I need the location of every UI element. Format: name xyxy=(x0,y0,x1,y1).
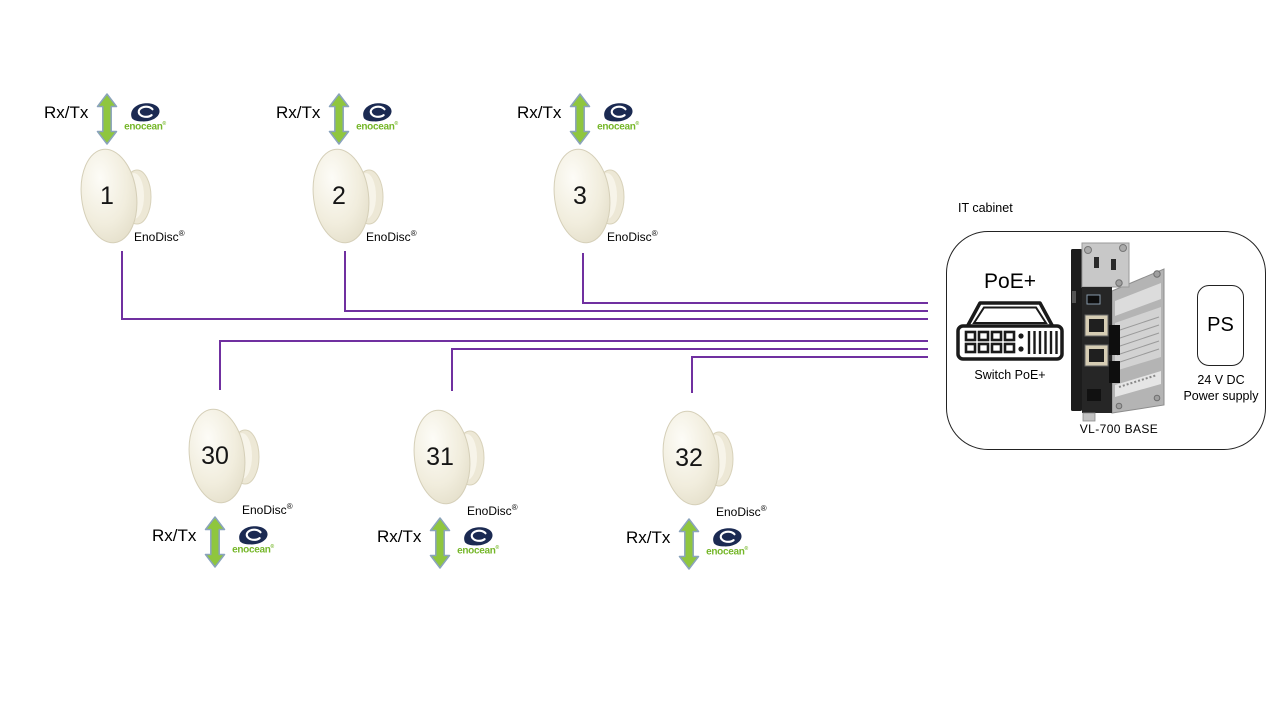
enocean-emblem-icon xyxy=(712,528,742,547)
vl700-base-label: VL-700 BASE xyxy=(1079,422,1159,436)
device-group-30: 30 EnoDisc® Rx/Tx enocean® xyxy=(152,408,330,584)
enodisc-device: 30 xyxy=(188,408,260,504)
rxtx-label: Rx/Tx xyxy=(517,103,562,122)
enodisc-device: 2 xyxy=(312,148,384,244)
enocean-logo: enocean® xyxy=(231,524,275,555)
rxtx-label: Rx/Tx xyxy=(626,528,671,547)
enocean-logo: enocean® xyxy=(596,101,640,132)
wire-device-30 xyxy=(219,340,928,390)
wire-device-31 xyxy=(451,348,928,391)
enodisc-label: EnoDisc® xyxy=(134,229,185,244)
device-group-1: Rx/Tx enocean® 1 EnoDisc® xyxy=(44,93,222,269)
device-number: 30 xyxy=(201,442,229,470)
enocean-wordmark: enocean® xyxy=(597,121,639,133)
rxtx-arrow-icon xyxy=(328,93,350,145)
enocean-logo: enocean® xyxy=(355,101,399,132)
rxtx-label: Rx/Tx xyxy=(276,103,321,122)
power-supply-caption: 24 V DC Power supply xyxy=(1183,373,1259,403)
vl700-base-photo xyxy=(1071,242,1165,422)
enocean-emblem-icon xyxy=(130,103,160,122)
enodisc-device: 31 xyxy=(413,409,485,505)
enocean-wordmark: enocean® xyxy=(457,545,499,557)
rxtx-arrow-icon xyxy=(96,93,118,145)
device-number: 1 xyxy=(100,182,114,210)
rxtx-arrow-icon xyxy=(429,517,451,569)
ps-label: PS xyxy=(1207,314,1234,336)
enocean-wordmark: enocean® xyxy=(124,121,166,133)
device-group-32: 32 EnoDisc® Rx/Tx enocean® xyxy=(626,410,804,586)
enodisc-device: 32 xyxy=(662,410,734,506)
enocean-wordmark: enocean® xyxy=(232,544,274,556)
device-group-2: Rx/Tx enocean® 2 EnoDisc® xyxy=(276,93,454,269)
enocean-emblem-icon xyxy=(362,103,392,122)
device-number: 2 xyxy=(332,182,346,210)
rxtx-label: Rx/Tx xyxy=(152,526,197,545)
rxtx-label: Rx/Tx xyxy=(377,527,422,546)
it-cabinet: PoE+ Switch PoE+ xyxy=(946,231,1266,450)
enocean-wordmark: enocean® xyxy=(706,546,748,558)
rxtx-label: Rx/Tx xyxy=(44,103,89,122)
enodisc-label: EnoDisc® xyxy=(242,502,293,517)
wire-device-32 xyxy=(691,356,928,393)
enodisc-device: 3 xyxy=(553,148,625,244)
enodisc-label: EnoDisc® xyxy=(366,229,417,244)
wire-device-2 xyxy=(344,251,928,312)
enocean-emblem-icon xyxy=(463,527,493,546)
device-number: 3 xyxy=(573,182,587,210)
enocean-emblem-icon xyxy=(603,103,633,122)
rxtx-arrow-icon xyxy=(569,93,591,145)
it-cabinet-title: IT cabinet xyxy=(958,201,1013,215)
enocean-logo: enocean® xyxy=(456,525,500,556)
wire-device-1 xyxy=(121,251,928,320)
enocean-emblem-icon xyxy=(238,526,268,545)
enodisc-label: EnoDisc® xyxy=(607,229,658,244)
poe-switch-icon xyxy=(956,301,1064,361)
enocean-wordmark: enocean® xyxy=(356,121,398,133)
poe-plus-label: PoE+ xyxy=(984,270,1036,293)
enodisc-device: 1 xyxy=(80,148,152,244)
switch-poe-label: Switch PoE+ xyxy=(974,368,1046,382)
rxtx-arrow-icon xyxy=(678,518,700,570)
device-group-31: 31 EnoDisc® Rx/Tx enocean® xyxy=(377,409,555,585)
rxtx-arrow-icon xyxy=(204,516,226,568)
device-number: 31 xyxy=(426,443,454,471)
wire-device-3 xyxy=(582,253,928,304)
enocean-logo: enocean® xyxy=(705,526,749,557)
enodisc-label: EnoDisc® xyxy=(716,504,767,519)
device-group-3: Rx/Tx enocean® 3 EnoDisc® xyxy=(517,93,695,269)
enocean-logo: enocean® xyxy=(123,101,167,132)
power-supply-box: PS xyxy=(1197,285,1244,366)
device-number: 32 xyxy=(675,444,703,472)
enodisc-label: EnoDisc® xyxy=(467,503,518,518)
